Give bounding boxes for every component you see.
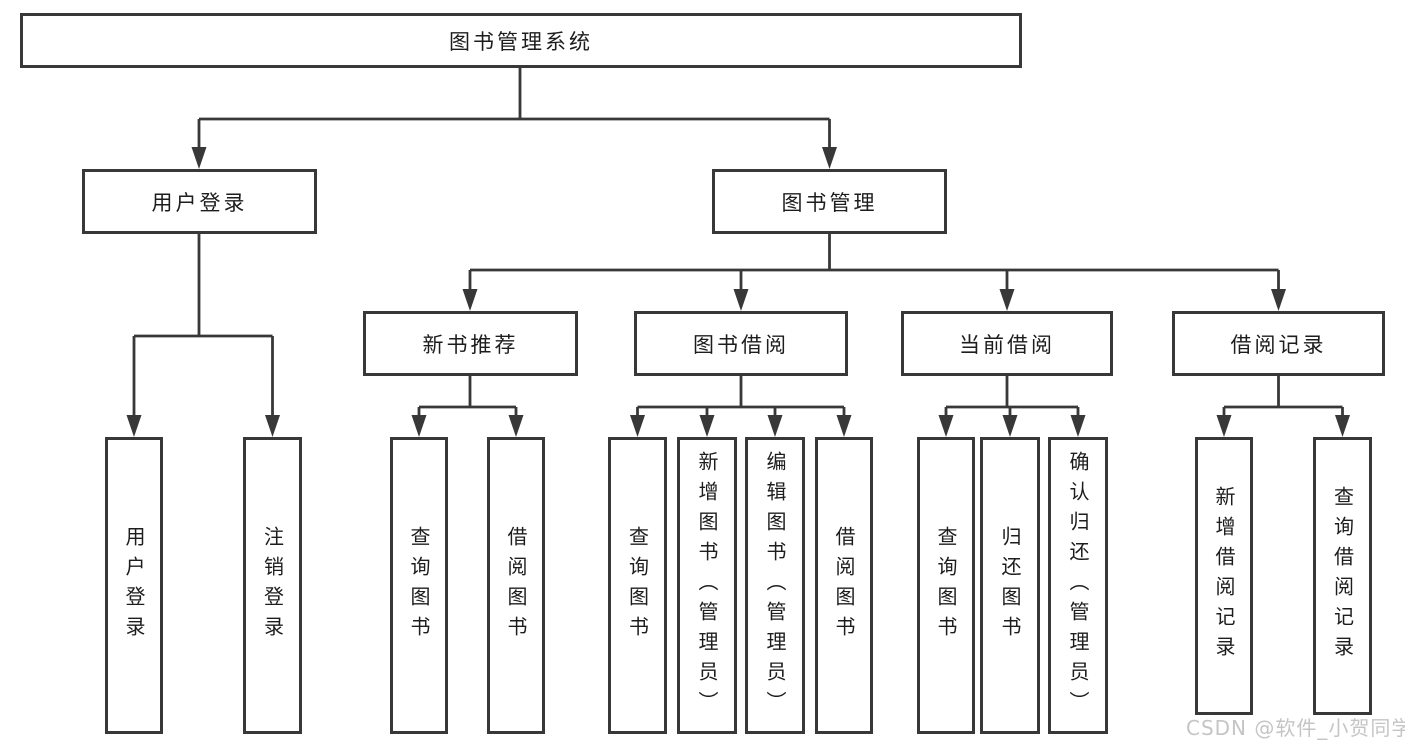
node-borrow-records: 借阅记录	[1172, 311, 1385, 376]
connector-line	[132, 234, 274, 418]
arrow-down-icon	[836, 415, 852, 437]
node-root: 图书管理系统	[20, 13, 1022, 68]
arrow-down-icon	[630, 415, 645, 437]
node-current-borrow: 当前借阅	[901, 311, 1113, 376]
leaf-current-query-book: 查询图书	[917, 437, 975, 734]
connector-line	[417, 376, 518, 418]
leaf-records-query-record: 查询借阅记录	[1313, 437, 1372, 715]
arrow-down-icon	[699, 415, 715, 437]
connector-line	[197, 68, 831, 150]
arrow-down-icon	[767, 415, 783, 437]
node-new-book-recommend: 新书推荐	[363, 311, 578, 376]
leaf-borrow-query-book: 查询图书	[608, 437, 667, 734]
connector-line	[468, 234, 1280, 292]
arrow-down-icon	[265, 415, 280, 437]
arrow-down-icon	[126, 415, 142, 437]
arrow-down-icon	[938, 415, 954, 437]
leaf-logout: 注销登录	[243, 437, 302, 734]
leaf-records-add-record: 新增借阅记录	[1195, 437, 1253, 715]
connector-line	[944, 376, 1080, 418]
arrow-down-icon	[1271, 289, 1286, 311]
leaf-user-login: 用户登录	[105, 437, 163, 734]
arrow-down-icon	[1002, 415, 1018, 437]
leaf-current-confirm-return: 确认归还（管理员）	[1048, 437, 1108, 734]
leaf-recommend-borrow-book: 借阅图书	[487, 437, 545, 734]
leaf-borrow-edit-book: 编辑图书（管理员）	[745, 437, 805, 734]
leaf-borrow-add-book: 新增图书（管理员）	[677, 437, 737, 734]
arrow-down-icon	[1335, 415, 1350, 437]
node-book-management: 图书管理	[712, 169, 947, 234]
connector-line	[1222, 376, 1344, 418]
node-user-login: 用户登录	[82, 169, 317, 234]
arrow-down-icon	[411, 415, 427, 437]
arrow-down-icon	[462, 289, 478, 311]
arrow-down-icon	[733, 289, 749, 311]
arrow-down-icon	[1070, 415, 1086, 437]
arrow-down-icon	[508, 415, 524, 437]
arrow-down-icon	[822, 147, 837, 169]
leaf-recommend-query-book: 查询图书	[390, 437, 448, 734]
arrow-down-icon	[999, 289, 1015, 311]
arrow-down-icon	[1216, 415, 1232, 437]
arrow-down-icon	[191, 147, 207, 169]
connector-line	[636, 376, 846, 418]
leaf-current-return-book: 归还图书	[980, 437, 1040, 734]
node-book-borrow: 图书借阅	[634, 311, 848, 376]
csdn-watermark: CSDN @软件_小贺同学	[1186, 716, 1405, 740]
leaf-borrow-borrow-book: 借阅图书	[815, 437, 873, 734]
